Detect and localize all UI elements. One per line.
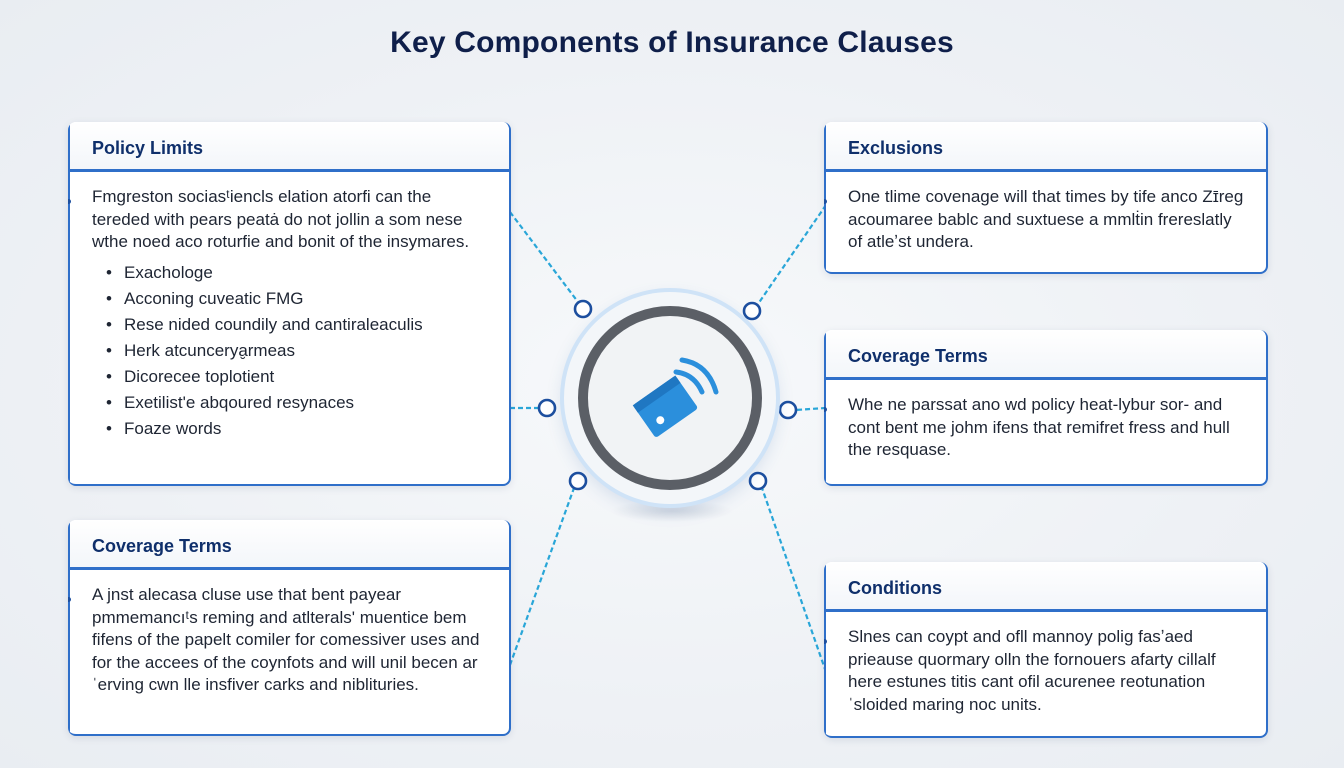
bullet-dot — [824, 199, 827, 204]
bullet-dot — [824, 407, 827, 412]
card-title: Policy Limits — [92, 138, 204, 158]
list-item: Acconing cuveatic FMG — [106, 286, 487, 312]
card-header: Conditions — [824, 562, 1266, 612]
list-item: Foaze words — [106, 416, 487, 442]
list-item: Exachologe — [106, 260, 487, 286]
card-body: Whe ne parssat ano wd policy heat-lybur … — [824, 380, 1266, 484]
hub-shadow — [610, 500, 734, 522]
connector-conditions — [760, 487, 828, 673]
card-title: Conditions — [848, 578, 942, 598]
bullet-dot — [68, 199, 71, 204]
card-title: Coverage Terms — [92, 536, 232, 556]
card-text: Whe ne parssat ano wd policy heat-lybur … — [848, 395, 1230, 459]
card-body: Fmgreston sociasᵗiencls elation atorfi c… — [68, 172, 509, 484]
connector-node-bottom-right — [748, 471, 768, 491]
card-text: Fmgreston sociasᵗiencls elation atorfi c… — [92, 187, 470, 251]
connector-node-top-left — [573, 299, 593, 319]
card-title: Coverage Terms — [848, 346, 988, 366]
card-header: Policy Limits — [68, 122, 509, 172]
page-title: Key Components of Insurance Clauses — [390, 26, 954, 59]
central-hub — [564, 292, 776, 504]
connector-coverage-terms-right — [794, 406, 827, 412]
card-coverage-terms-left: Coverage Terms A jnst alecasa cluse use … — [68, 520, 511, 736]
card-title: Exclusions — [848, 138, 944, 158]
connector-exclusions — [757, 204, 827, 305]
card-policy-limits: Policy Limits Fmgreston sociasᵗiencls el… — [68, 122, 511, 486]
card-body: A jnst alecasa cluse use that bent payea… — [68, 570, 509, 734]
list-item: Herk atcuncerya̮rmeas — [106, 338, 487, 364]
card-coverage-terms-right: Coverage Terms Whe ne parssat ano wd pol… — [824, 330, 1268, 486]
connector-node-mid-left — [537, 398, 557, 418]
bullet-dot — [824, 639, 827, 644]
card-body: Slnes can coypt and ofll mannoy polig fa… — [824, 612, 1266, 736]
card-conditions: Conditions Slnes can coypt and ofll mann… — [824, 562, 1268, 738]
card-body: One tlime covenage will that times by ti… — [824, 172, 1266, 272]
connector-node-mid-right — [778, 400, 798, 420]
list-item: Dicorecee toplotient — [106, 364, 487, 390]
connector-policy-limits — [509, 211, 579, 303]
connector-node-bottom-left — [568, 471, 588, 491]
card-header: Coverage Terms — [824, 330, 1266, 380]
connector-coverage-terms-left — [508, 487, 576, 666]
card-text: A jnst alecasa cluse use that bent payea… — [92, 585, 480, 694]
list-item: Exetilist'e abqoured resynaces — [106, 390, 487, 416]
list-item: Rese nided coundily and cantiraleaculis — [106, 312, 487, 338]
insurance-policy-icon — [632, 357, 719, 437]
card-text: Slnes can coypt and ofll mannoy polig fa… — [848, 627, 1216, 714]
card-header: Exclusions — [824, 122, 1266, 172]
card-list: Exachologe Acconing cuveatic FMG Rese ni… — [92, 260, 487, 442]
bullet-dot — [68, 597, 71, 602]
card-text: One tlime covenage will that times by ti… — [848, 187, 1244, 251]
card-header: Coverage Terms — [68, 520, 509, 570]
connector-node-top-right — [742, 301, 762, 321]
card-exclusions: Exclusions One tlime covenage will that … — [824, 122, 1268, 274]
